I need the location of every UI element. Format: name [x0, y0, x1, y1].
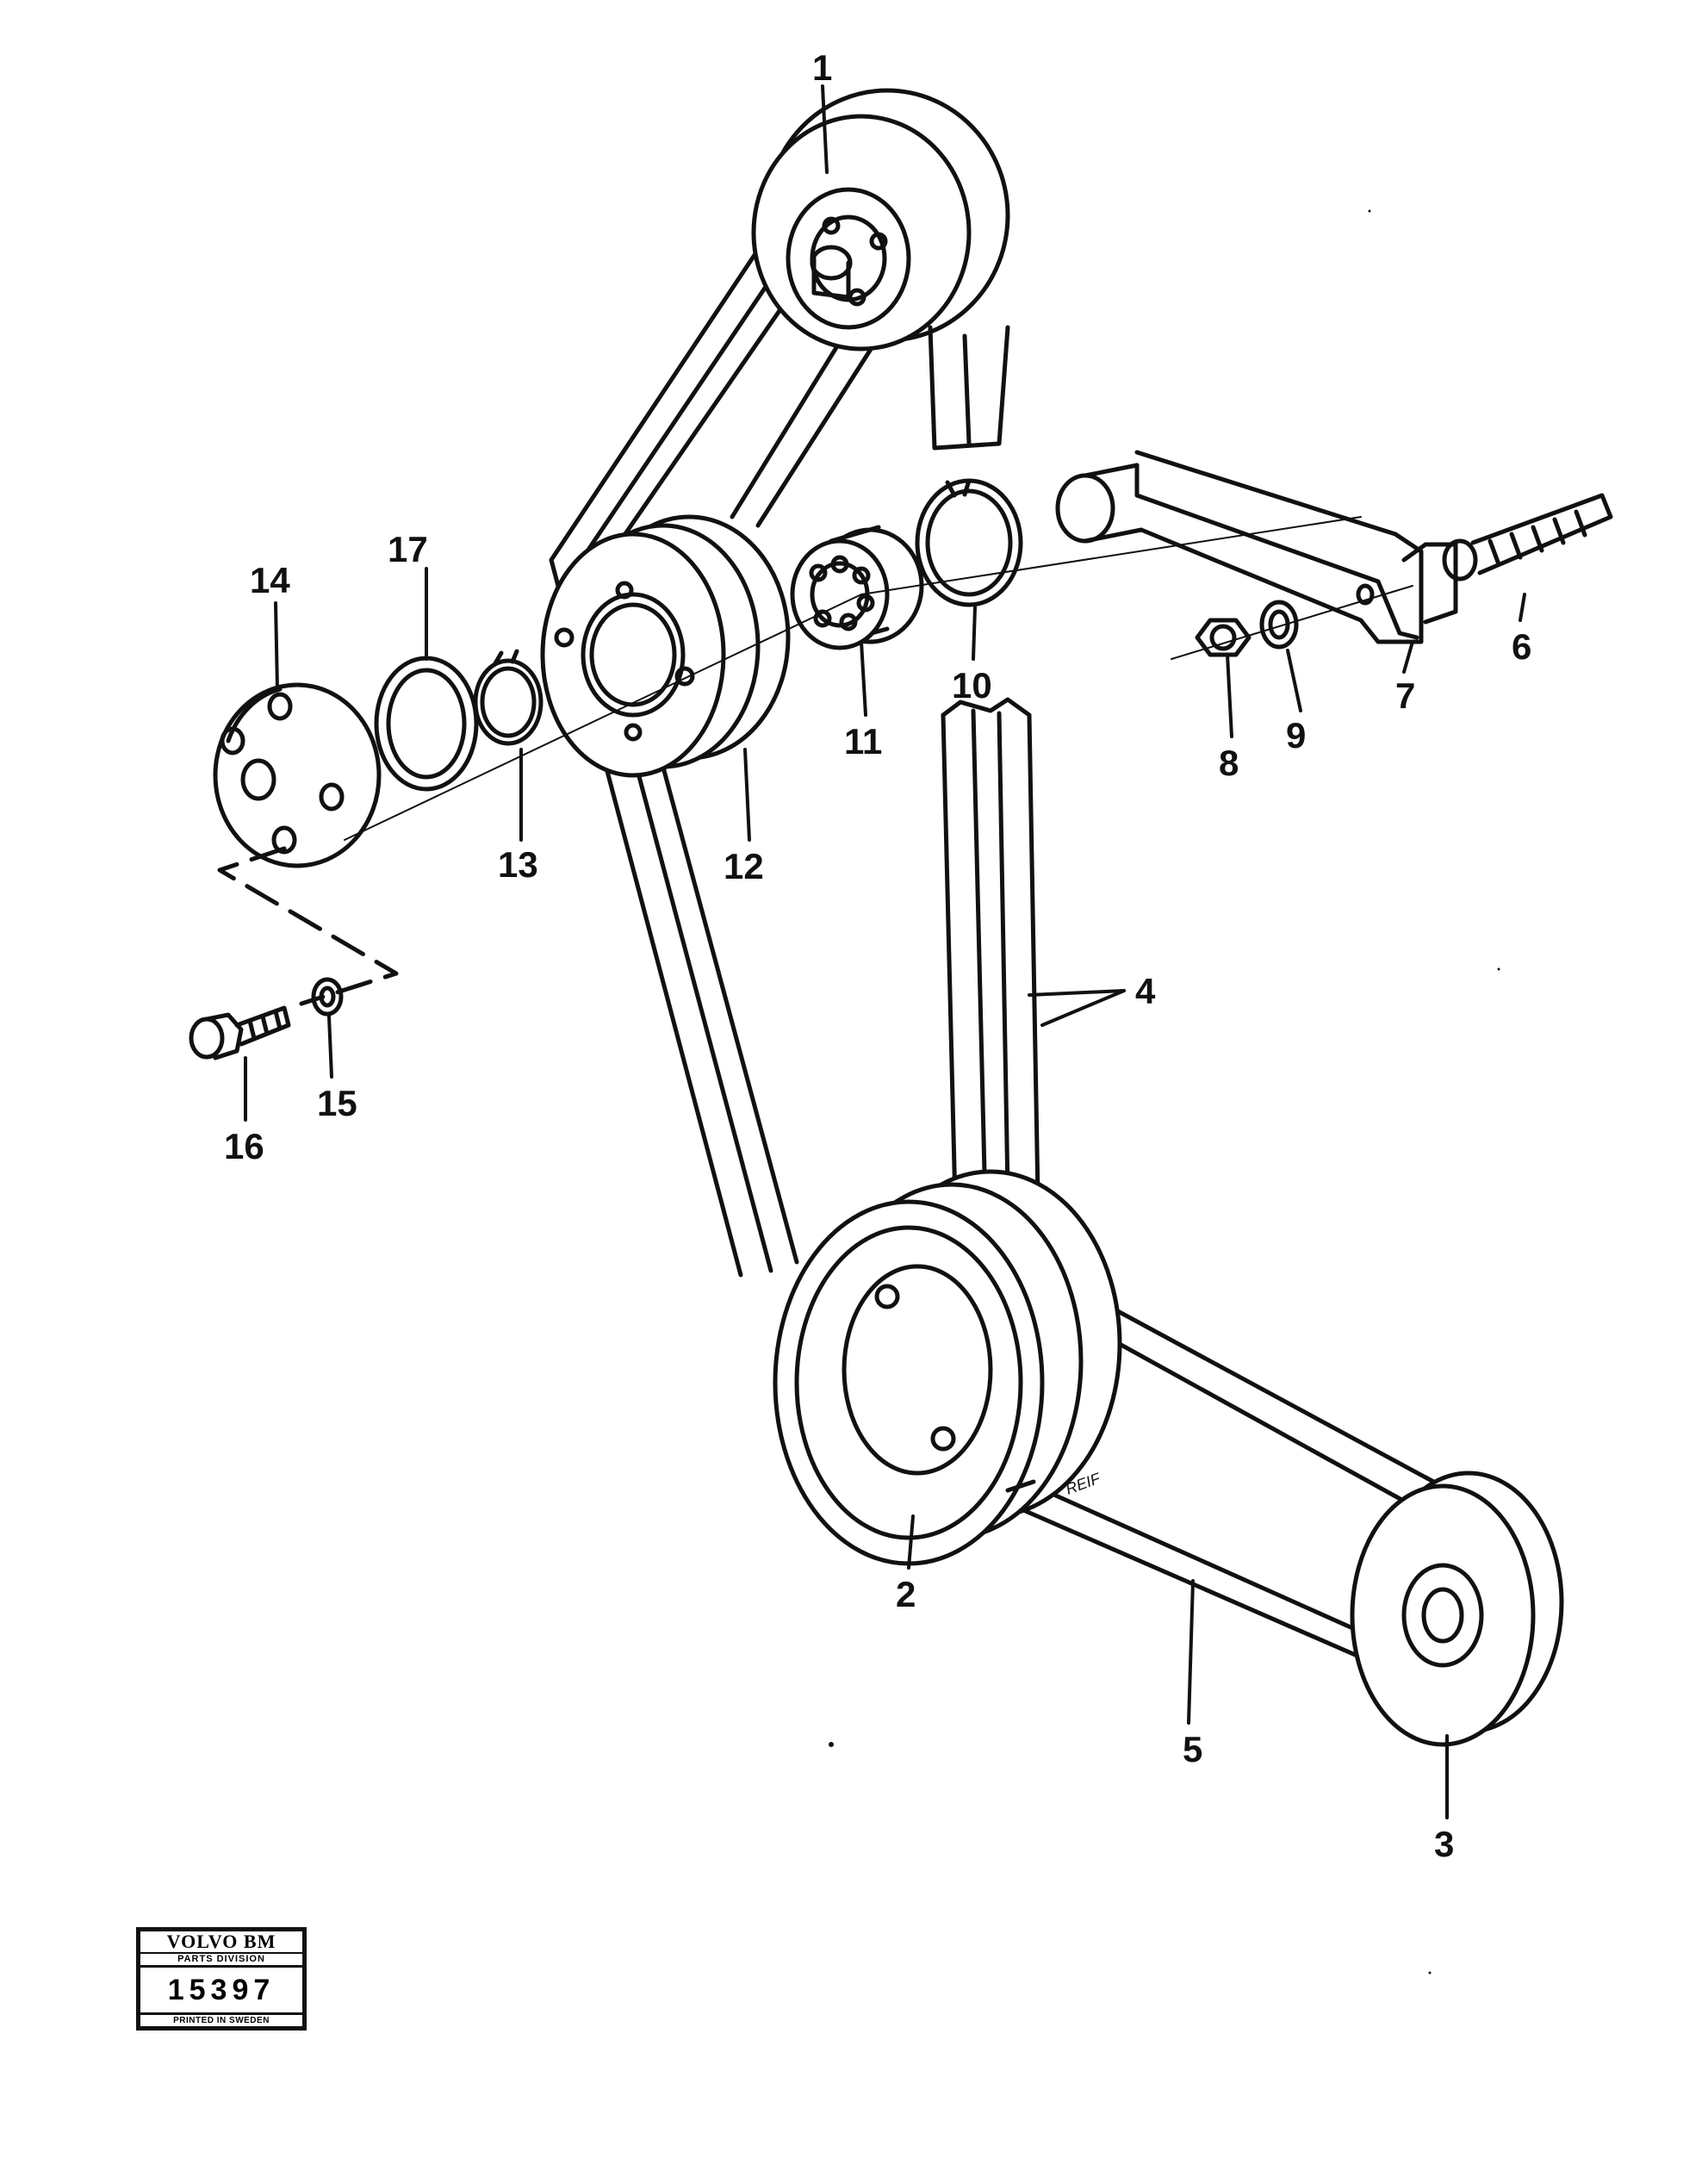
pulley-1	[751, 88, 1010, 451]
callout-4: 4	[1135, 971, 1156, 1011]
callout-8: 8	[1219, 743, 1239, 783]
circlip-10	[915, 478, 1023, 607]
ring-17	[374, 656, 479, 792]
nut-8	[1195, 618, 1251, 657]
volvo-bm-parts-stamp: VOLVO BM PARTS DIVISION 15397 PRINTED IN…	[136, 1927, 307, 2031]
callout-labels: 1 2 3 4 5 6 7 8 9 10 11 12 13 14 15 16 1…	[224, 47, 1531, 1864]
callout-10: 10	[952, 665, 992, 706]
dashed-assembly-line	[217, 846, 399, 1006]
pulley-12	[540, 514, 791, 778]
callout-14: 14	[250, 560, 290, 600]
bolt-16	[189, 1005, 291, 1060]
stamp-illustration-number: 15397	[140, 1968, 302, 2015]
callout-6: 6	[1512, 626, 1531, 667]
pulley-2	[773, 1169, 1122, 1566]
callout-3: 3	[1434, 1824, 1454, 1864]
tensioner-arm-7	[1055, 450, 1458, 644]
stamp-division: PARTS DIVISION	[140, 1954, 302, 1968]
callout-9: 9	[1286, 715, 1306, 756]
assembly-axis-lines	[344, 516, 1413, 841]
bearing-11	[790, 525, 924, 650]
callout-2: 2	[896, 1574, 916, 1614]
callout-7: 7	[1395, 675, 1415, 716]
callout-17: 17	[388, 529, 428, 569]
callout-13: 13	[498, 844, 538, 885]
callout-16: 16	[224, 1126, 264, 1166]
pulley-3	[1350, 1471, 1564, 1747]
bolt-6	[1442, 493, 1613, 581]
callout-12: 12	[724, 846, 764, 886]
scan-specks	[829, 209, 1500, 1975]
cover-plate-14	[213, 682, 382, 868]
leader-lines	[244, 84, 1526, 1819]
callout-1: 1	[812, 47, 832, 88]
callout-5: 5	[1183, 1729, 1202, 1769]
stamp-printed-in: PRINTED IN SWEDEN	[140, 2015, 302, 2026]
callout-11: 11	[844, 721, 882, 762]
stamp-brand: VOLVO BM	[140, 1931, 302, 1954]
callout-15: 15	[317, 1083, 357, 1123]
circlip-13	[473, 649, 543, 746]
washer-9	[1259, 600, 1299, 650]
